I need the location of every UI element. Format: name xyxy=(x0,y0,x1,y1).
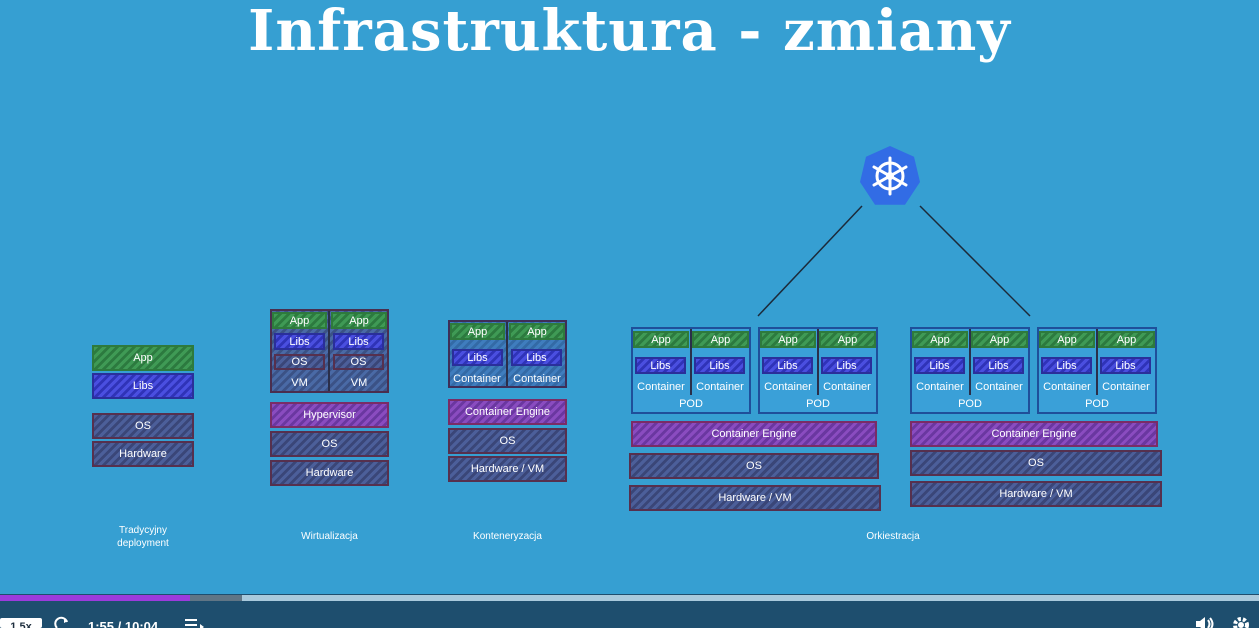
video-player-controls: 1.5x 1:55 / 10:04 xyxy=(0,594,1259,628)
virtualization-os-layer: OS xyxy=(270,431,389,457)
pod1-ct1-app: App xyxy=(633,331,689,348)
pod-divider xyxy=(1096,329,1098,395)
vm1-app: App xyxy=(272,312,327,329)
pod3-ct1-app: App xyxy=(912,331,968,348)
ct1-label: Container xyxy=(453,373,501,385)
caption-containerization: Konteneryzacja xyxy=(473,531,542,542)
ct2-app: App xyxy=(509,323,565,340)
vm2-libs: Libs xyxy=(333,333,384,350)
hypervisor-layer: Hypervisor xyxy=(270,402,389,428)
redo-icon[interactable] xyxy=(54,614,70,628)
container-engine-layer: Container Engine xyxy=(448,399,567,425)
slide-title: Infrastruktura - zmiany xyxy=(248,0,1011,64)
caption-traditional: Tradycyjny deployment xyxy=(117,525,169,549)
playback-speed-button[interactable]: 1.5x xyxy=(0,618,42,628)
orchestration-lines xyxy=(757,205,1031,317)
node1-hardware: Hardware / VM xyxy=(629,485,881,511)
slide: Infrastruktura - zmiany App Libs OS Hard… xyxy=(92,0,1162,549)
traditional-app-layer: App xyxy=(92,345,194,371)
pod2-ct1-app: App xyxy=(760,331,816,348)
pod2-ct1-libs: Libs xyxy=(762,357,813,374)
pod4-label: POD xyxy=(1085,398,1109,410)
node1-container-engine: Container Engine xyxy=(631,421,877,447)
pod3-ct1-libs: Libs xyxy=(914,357,965,374)
traditional-os-layer: OS xyxy=(92,413,194,439)
pod3-ct1-label: Container xyxy=(916,381,964,393)
pod4-ct1-libs: Libs xyxy=(1041,357,1092,374)
vm2-os: OS xyxy=(333,354,384,370)
pod2-ct2-label: Container xyxy=(823,381,871,393)
container-divider xyxy=(506,322,508,386)
pod1-ct2-app: App xyxy=(692,331,749,348)
time-display: 1:55 / 10:04 xyxy=(88,619,159,628)
containerization-os-layer: OS xyxy=(448,428,567,454)
vm2-label: VM xyxy=(350,377,368,389)
ct1-libs: Libs xyxy=(452,349,503,366)
pod1-ct2-libs: Libs xyxy=(694,357,745,374)
traditional-libs-layer: Libs xyxy=(92,373,194,399)
node2-container-engine: Container Engine xyxy=(910,421,1158,447)
vm1-os: OS xyxy=(274,354,325,370)
pod1-ct1-label: Container xyxy=(637,381,685,393)
settings-icon[interactable] xyxy=(1231,615,1251,628)
ct2-label: Container xyxy=(513,373,561,385)
vm1-libs: Libs xyxy=(274,333,325,350)
pod2-label: POD xyxy=(806,398,830,410)
pod1-label: POD xyxy=(679,398,703,410)
caption-virtualization: Wirtualizacja xyxy=(301,531,358,542)
virtualization-hardware-layer: Hardware xyxy=(270,460,389,486)
pod3-ct2-libs: Libs xyxy=(973,357,1024,374)
pod3-ct2-label: Container xyxy=(975,381,1023,393)
pod-divider xyxy=(969,329,971,395)
played-bar xyxy=(0,595,191,601)
pod1-ct1-libs: Libs xyxy=(635,357,686,374)
vm-divider xyxy=(328,311,330,391)
ct1-app: App xyxy=(450,323,505,340)
pod4-ct2-label: Container xyxy=(1102,381,1150,393)
pod-divider xyxy=(690,329,692,395)
kubernetes-icon xyxy=(860,146,920,205)
node2-hardware: Hardware / VM xyxy=(910,481,1162,507)
pod-divider xyxy=(817,329,819,395)
volume-icon[interactable] xyxy=(1195,616,1215,628)
pod3-label: POD xyxy=(958,398,982,410)
containerization-hardware-layer: Hardware / VM xyxy=(448,456,567,482)
pod4-ct1-label: Container xyxy=(1043,381,1091,393)
pod3-ct2-app: App xyxy=(971,331,1028,348)
progress-track[interactable] xyxy=(0,595,1259,601)
pod2-ct1-label: Container xyxy=(764,381,812,393)
pod1-ct2-label: Container xyxy=(696,381,744,393)
vm2-app: App xyxy=(331,312,387,329)
pod2-ct2-app: App xyxy=(819,331,876,348)
pod4-ct2-libs: Libs xyxy=(1100,357,1151,374)
caption-orchestration: Orkiestracja xyxy=(866,531,920,542)
traditional-hardware-layer: Hardware xyxy=(92,441,194,467)
node2-os: OS xyxy=(910,450,1162,476)
vm1-label: VM xyxy=(291,377,308,389)
pod4-ct1-app: App xyxy=(1039,331,1095,348)
node1-os: OS xyxy=(629,453,879,479)
ct2-libs: Libs xyxy=(511,349,562,366)
pod4-ct2-app: App xyxy=(1098,331,1155,348)
pod2-ct2-libs: Libs xyxy=(821,357,872,374)
playlist-icon[interactable] xyxy=(185,618,205,628)
